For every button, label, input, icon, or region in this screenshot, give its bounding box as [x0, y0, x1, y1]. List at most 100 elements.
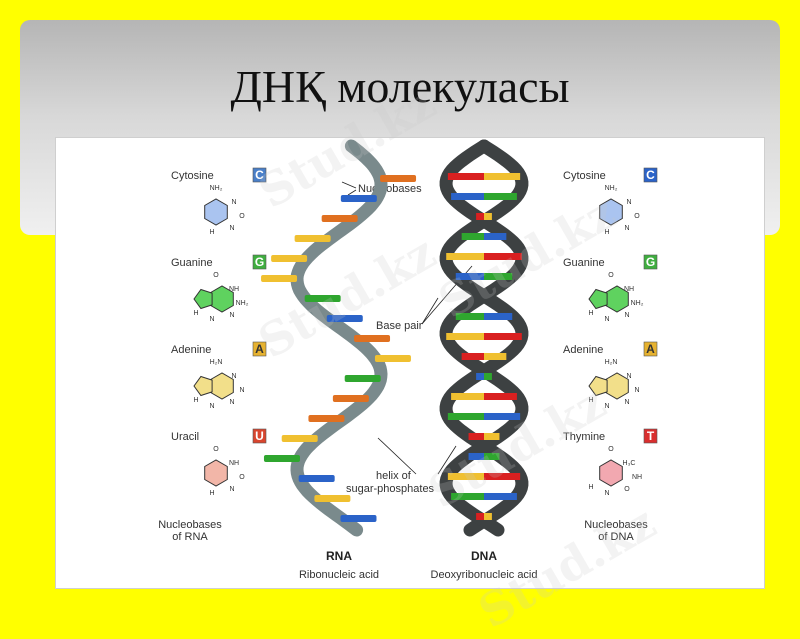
dna-thymine-badge: [643, 428, 658, 444]
dna-base-rung: [476, 513, 484, 520]
base-pair-label: Base pair: [376, 320, 423, 332]
dna-rna-diagram: Nucleobases Base pair helix of sugar-pho…: [158, 139, 658, 581]
rna-cytosine-atom: N: [229, 225, 234, 232]
helix-label-line2: sugar-phosphates: [346, 483, 435, 495]
rna-uracil-atom: NH: [229, 460, 239, 467]
dna-base-rung: [476, 373, 484, 380]
dna-adenine-atom: N: [624, 399, 629, 406]
dna-adenine-atom: N: [626, 373, 631, 380]
rna-base-rung: [294, 235, 331, 242]
dna-adenine-atom: H₂N: [605, 359, 618, 366]
rna-adenine-atom: H₂N: [210, 359, 223, 366]
dna-base-rung: [447, 413, 484, 420]
rna-guanine-atom: H: [193, 310, 198, 317]
dna-base-rung: [484, 413, 521, 420]
dna-base-rung: [484, 353, 507, 360]
rna-adenine-atom: N: [231, 373, 236, 380]
rna-cytosine-badge: [252, 167, 267, 183]
slide-title: ДНҚ молекуласы: [230, 61, 570, 112]
rna-adenine-atom: N: [209, 403, 214, 410]
dna-cytosine-atom: H: [604, 229, 609, 236]
rna-uracil-atom: H: [209, 490, 214, 497]
rna-adenine-label: Adenine: [171, 344, 211, 356]
rna-base-rung: [304, 295, 341, 302]
rna-guanine-atom: NH₂: [236, 300, 249, 307]
dna-base-rung: [468, 433, 484, 440]
dna-base-rung: [461, 353, 484, 360]
rna-base-rung: [326, 315, 363, 322]
dna-thymine-atom: N: [604, 490, 609, 497]
rna-guanine-atom: N: [209, 316, 214, 323]
dna-cytosine-letter: C: [646, 168, 655, 182]
dna-base-rung: [468, 453, 484, 460]
rna-cytosine-atom: H: [209, 229, 214, 236]
rna-base-rung: [321, 215, 358, 222]
rna-helix: [261, 139, 417, 537]
dna-helix: [439, 139, 529, 537]
dna-thymine-atom: O: [608, 446, 614, 453]
rna-guanine-ring5: [193, 288, 213, 310]
rna-base-rung: [374, 355, 411, 362]
dna-base-rung: [484, 393, 517, 400]
dna-base-rung: [455, 273, 484, 280]
rna-guanine-badge: [252, 254, 267, 270]
dna-base-rung: [484, 453, 500, 460]
rna-cytosine-ring: [204, 198, 228, 226]
rna-cytosine-atom: O: [239, 213, 245, 220]
dna-base-rung: [484, 493, 517, 500]
dna-base-rung: [455, 313, 484, 320]
rna-cytosine-letter: C: [255, 168, 264, 182]
dna-base-rung: [484, 253, 522, 260]
rna-uracil-label: Uracil: [171, 431, 199, 443]
dna-guanine-atom: N: [624, 312, 629, 319]
dna-thymine-atom: NH: [632, 474, 642, 481]
rna-guanine-letter: G: [255, 255, 264, 269]
dna-base-rung: [447, 173, 484, 180]
dna-thymine-atom: O: [624, 486, 630, 493]
rna-uracil-letter: U: [255, 429, 264, 443]
dna-base-rung: [484, 273, 513, 280]
dna-caption-line2: of DNA: [598, 531, 634, 543]
rna-adenine-badge: [252, 341, 267, 357]
rna-base-rung: [281, 435, 318, 442]
dna-cytosine-badge: [643, 167, 658, 183]
dna-cytosine-atom: NH₂: [605, 185, 618, 192]
dna-guanine-label: Guanine: [563, 257, 605, 269]
rna-uracil-atom: O: [213, 446, 219, 453]
dna-cytosine-ring: [599, 198, 623, 226]
rna-base-rung: [271, 255, 308, 262]
rna-adenine-ring: [210, 372, 234, 400]
rna-adenine-letter: A: [255, 342, 264, 356]
dna-adenine-ring5: [588, 375, 608, 397]
dna-cytosine-label: Cytosine: [563, 170, 606, 182]
dna-base-rung: [484, 513, 492, 520]
dna-guanine-atom: N: [604, 316, 609, 323]
dna-base-rung: [484, 213, 492, 220]
dna-adenine-badge: [643, 341, 658, 357]
dna-guanine-letter: G: [646, 255, 655, 269]
rna-cytosine-atom: NH₂: [210, 185, 223, 192]
rna-caption-line2: of RNA: [172, 531, 208, 543]
rna-base-rung: [344, 375, 381, 382]
nucleobases-label: Nucleobases: [358, 183, 422, 195]
rna-base-rung: [261, 275, 298, 282]
dna-guanine-ring5: [588, 288, 608, 310]
rna-base-rung: [380, 175, 417, 182]
dna-title: DNA: [471, 549, 497, 563]
dna-adenine-atom: N: [634, 387, 639, 394]
dna-base-rung: [484, 333, 522, 340]
rna-base-rung: [340, 515, 377, 522]
dna-cytosine-atom: O: [634, 213, 640, 220]
dna-base-rung: [451, 493, 484, 500]
rna-guanine-atom: N: [229, 312, 234, 319]
dna-cytosine-atom: N: [626, 199, 631, 206]
rna-base-rung: [263, 455, 300, 462]
dna-thymine-letter: T: [647, 429, 655, 443]
dna-base-rung: [451, 393, 484, 400]
dna-adenine-label: Adenine: [563, 344, 603, 356]
dna-thymine-atom: H₃C: [623, 460, 636, 467]
dna-thymine-atom: H: [588, 484, 593, 491]
rna-title: RNA: [326, 549, 352, 563]
